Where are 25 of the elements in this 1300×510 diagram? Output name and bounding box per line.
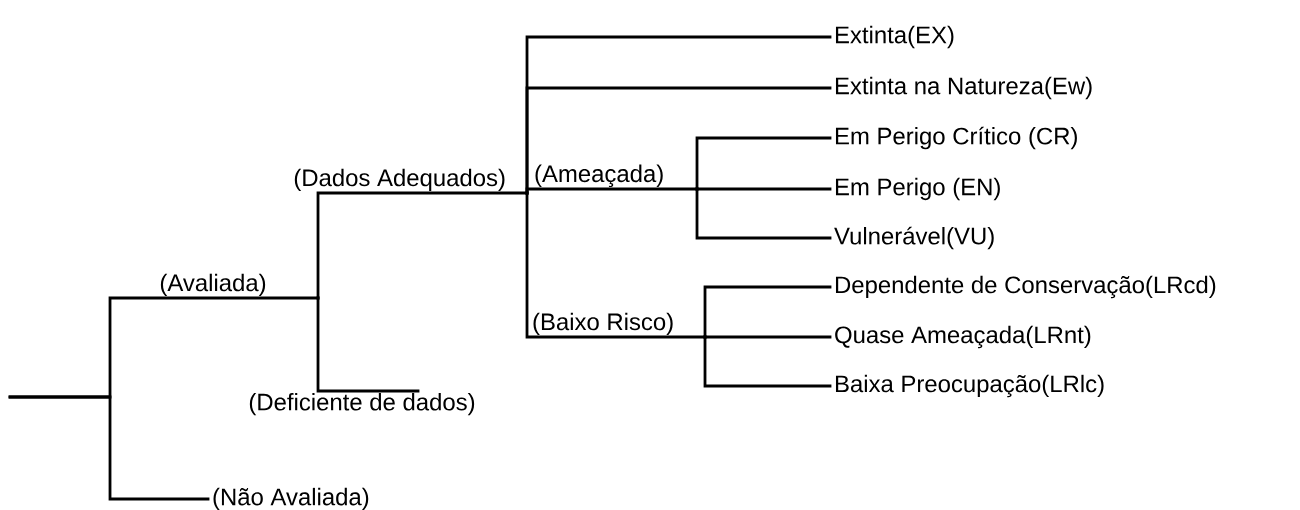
category-label: Em Perigo (EN): [836, 177, 1000, 201]
branch-label: (Ameaçada): [535, 164, 663, 187]
tree-branch: [703, 285, 832, 339]
category-label: Extinta(EX): [836, 25, 954, 49]
tree-branch: [8, 395, 210, 501]
branch-label: (Deficiente de dados): [249, 393, 475, 416]
tree-branch: [703, 335, 832, 388]
tree-branch: [695, 187, 832, 191]
branch-label: (Avaliada): [160, 273, 266, 296]
branch-label: (Baixo Risco): [533, 312, 673, 335]
tree-branch: [316, 191, 529, 300]
tree-branch: [525, 187, 699, 195]
tree-branch: [703, 335, 832, 339]
category-label: Dependente de Conservação(LRcd): [836, 275, 1216, 299]
category-label: Em Perigo Crítico (CR): [836, 126, 1077, 150]
category-label: Quase Ameaçada(LRnt): [835, 325, 1091, 349]
tree-branch: [525, 191, 707, 339]
category-label: Extinta na Natureza(Ew): [836, 76, 1092, 100]
tree-branch: [695, 187, 832, 240]
branch-label: (Dados Adequados): [294, 168, 505, 191]
tree-branch: [316, 296, 420, 393]
tree-branch: [695, 136, 832, 191]
category-label: Vulnerável(VU): [834, 226, 994, 250]
category-label: Baixa Preocupação(LRlc): [836, 374, 1104, 398]
category-label: (Não Avaliada): [213, 487, 369, 510]
